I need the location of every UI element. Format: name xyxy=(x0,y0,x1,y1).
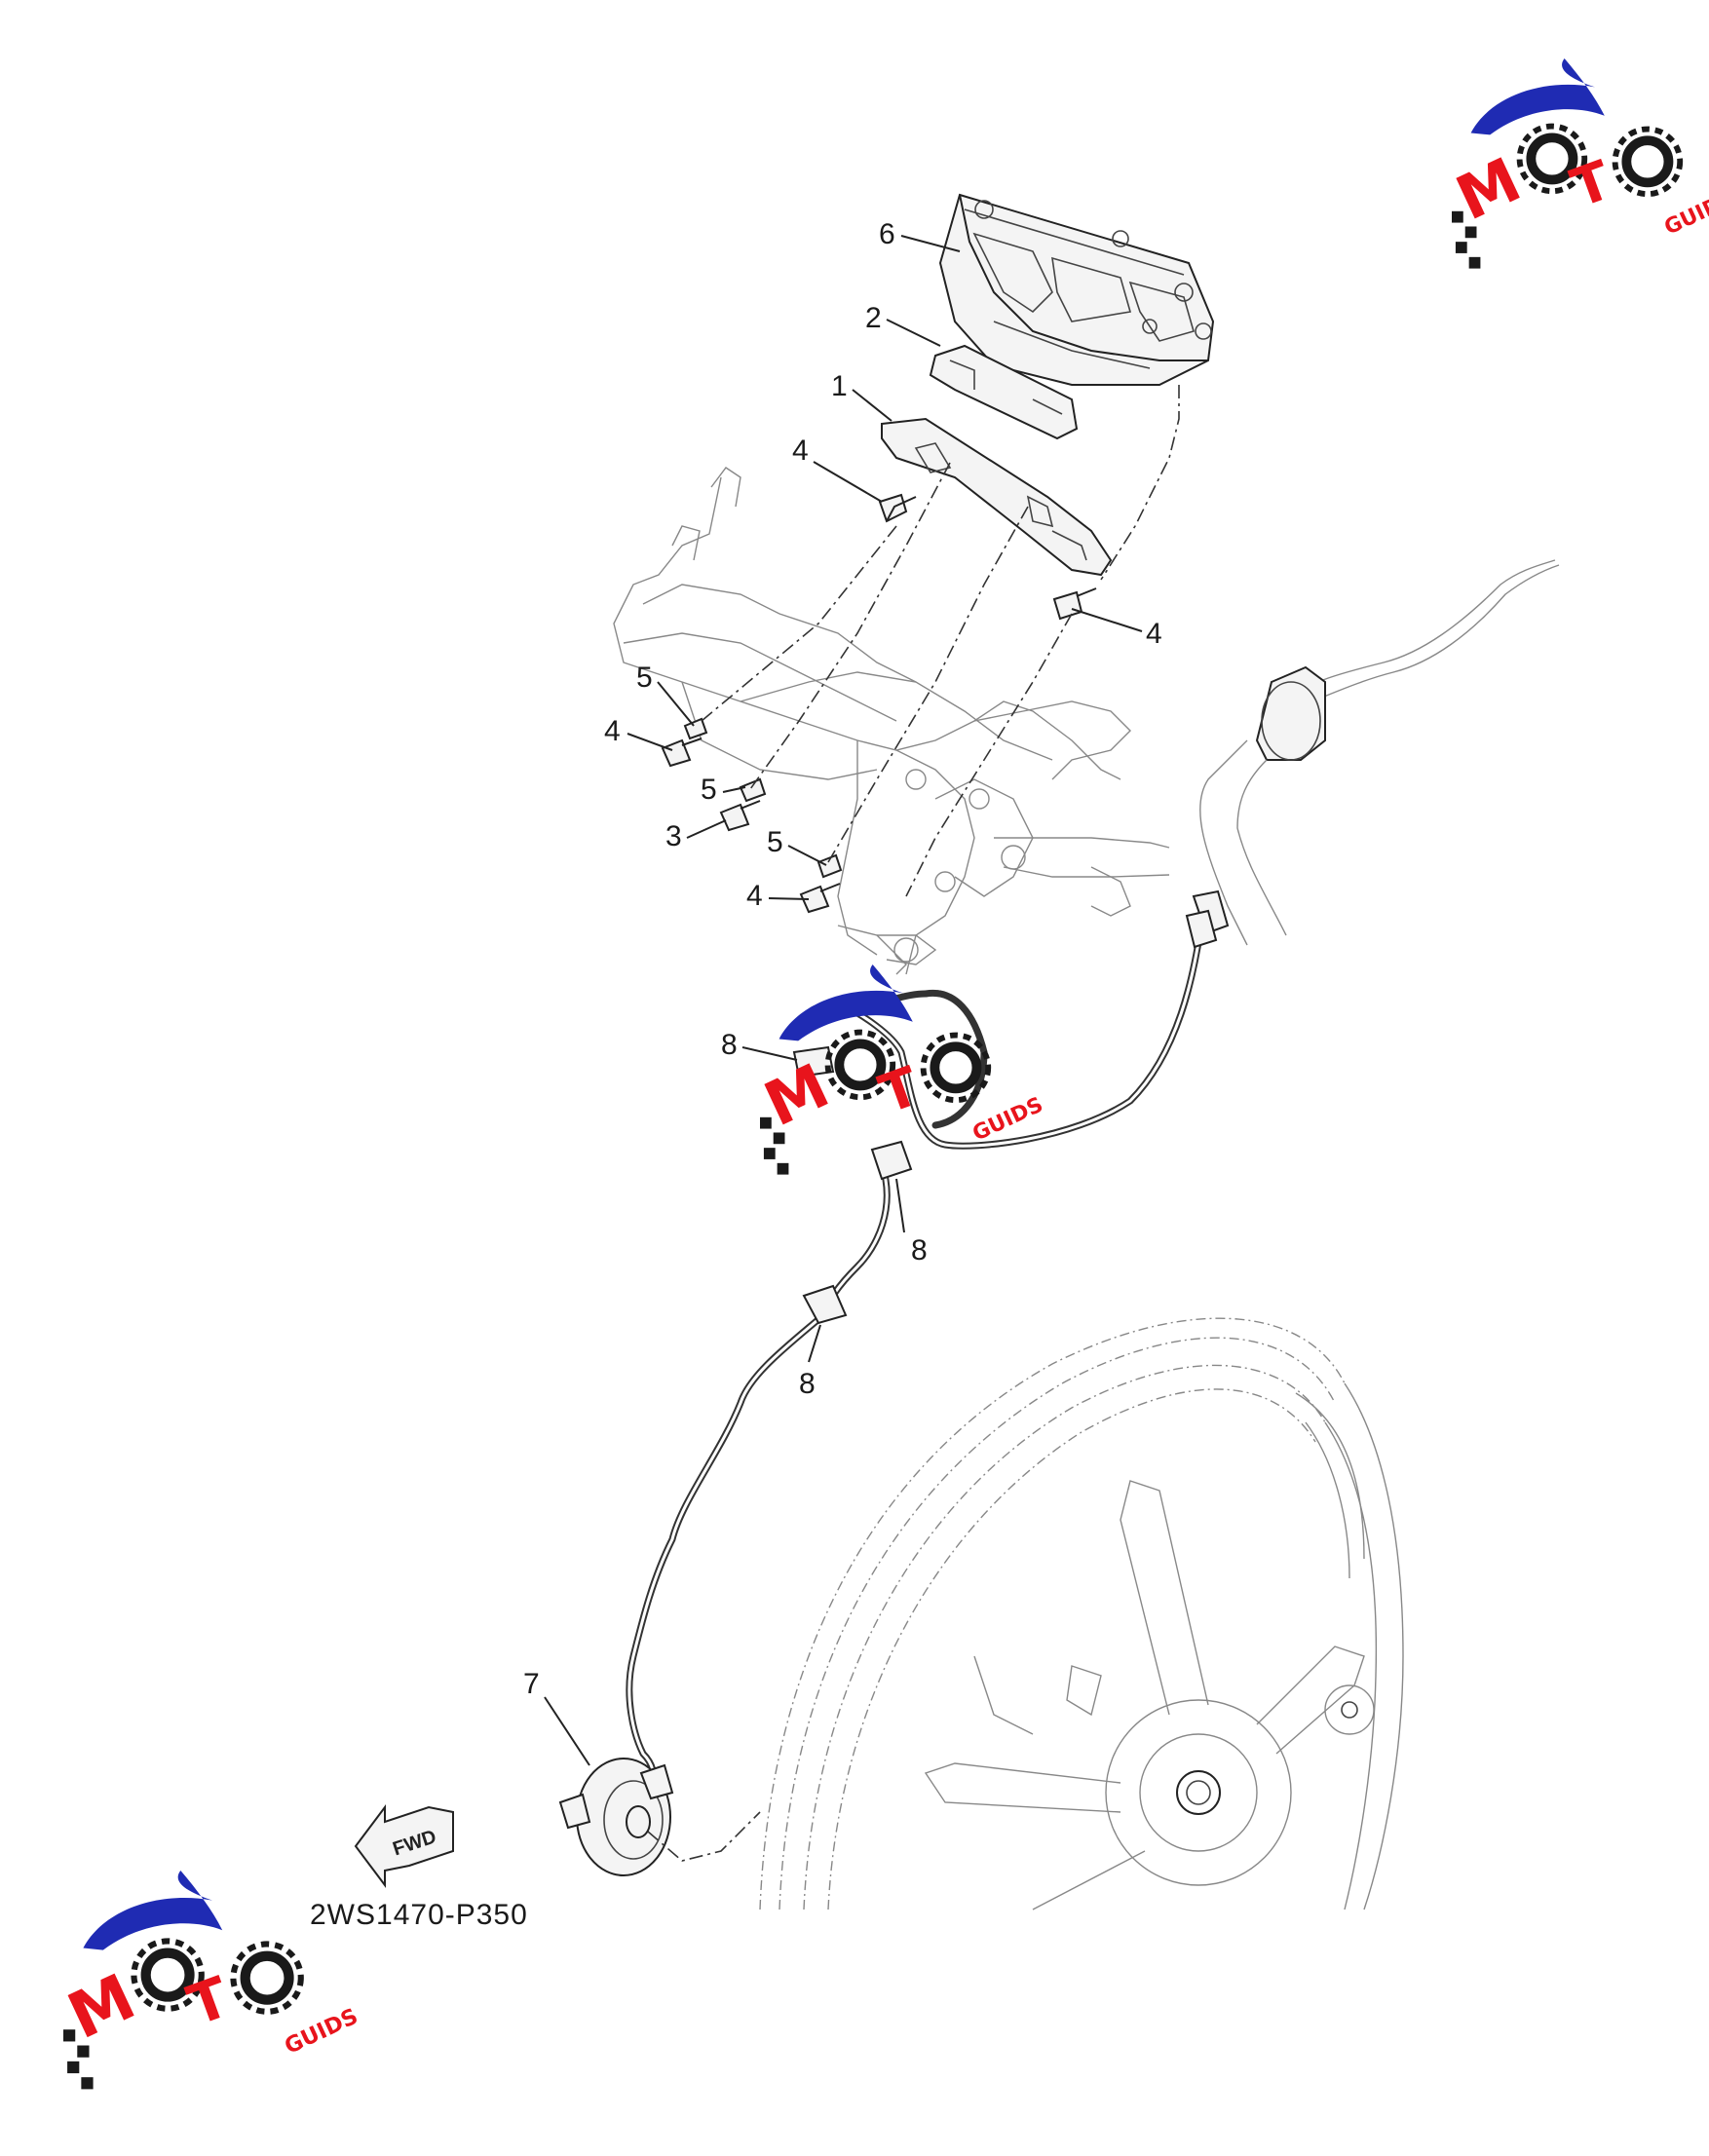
callout-4: 4 xyxy=(792,435,809,467)
callout-6: 6 xyxy=(879,218,895,250)
callout-7: 7 xyxy=(523,1668,540,1700)
callout-3: 3 xyxy=(665,820,682,852)
upper-harness xyxy=(1199,559,1560,946)
callout-8: 8 xyxy=(721,1029,738,1061)
frame-bracket xyxy=(613,467,1170,975)
sensor-lead xyxy=(626,889,1230,1797)
moto-guids-logo xyxy=(1446,58,1709,269)
connector-part xyxy=(929,344,1079,440)
bolt-4-lower xyxy=(799,883,841,914)
callout-4: 4 xyxy=(604,715,621,747)
callout-1: 1 xyxy=(831,370,848,402)
meter-bracket-plate xyxy=(881,417,1113,577)
meter-assembly xyxy=(938,193,1215,386)
part-code: 2WS1470-P350 xyxy=(310,1899,528,1931)
callout-labels: 6 2 1 4 4 5 4 5 3 5 4 8 8 8 7 xyxy=(523,218,1162,1700)
collar-5-b xyxy=(739,777,767,803)
bolt-4-upper xyxy=(878,493,917,523)
bolt-3 xyxy=(719,800,761,832)
assembly-lines xyxy=(701,385,1180,897)
callout-2: 2 xyxy=(865,302,882,334)
leader-lines xyxy=(544,235,1143,1766)
callout-5: 5 xyxy=(636,662,653,694)
callout-8: 8 xyxy=(911,1234,928,1267)
fwd-arrow-icon: FWD xyxy=(354,1804,454,1888)
callout-4: 4 xyxy=(1146,618,1162,650)
speed-sensor xyxy=(558,1758,761,1876)
callout-4: 4 xyxy=(746,880,763,912)
callout-8: 8 xyxy=(799,1368,816,1400)
bolt-4-left xyxy=(661,738,703,768)
callout-5: 5 xyxy=(767,826,783,858)
front-wheel xyxy=(759,1317,1404,1910)
collar-5-a xyxy=(683,717,708,740)
callout-5: 5 xyxy=(701,774,717,806)
